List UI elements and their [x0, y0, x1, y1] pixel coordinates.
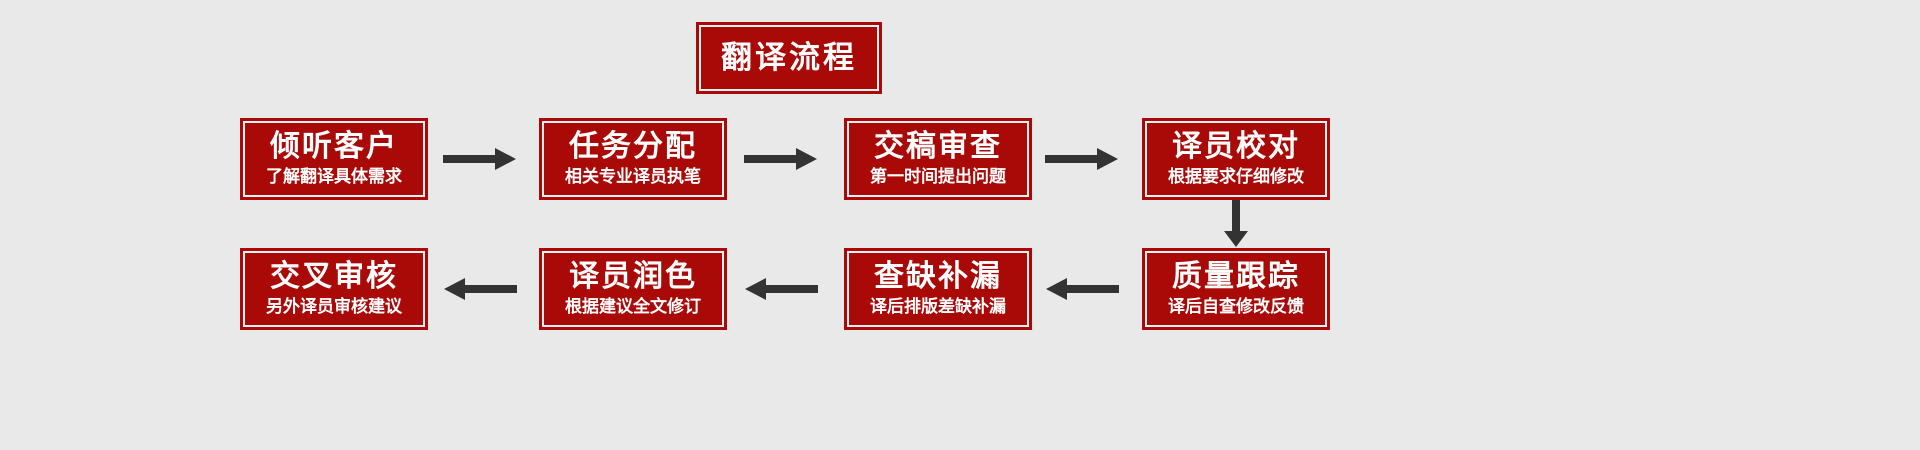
- flow-node-8-title: 交叉审核: [270, 259, 398, 295]
- flow-node-5-subtitle: 译后自查修改反馈: [1168, 297, 1304, 318]
- arrow-right-node1-to-node2: [443, 146, 517, 172]
- flow-node-2-task-assignment[interactable]: 任务分配 相关专业译员执笔: [539, 118, 727, 200]
- diagram-title-text: 翻译流程: [721, 39, 857, 76]
- flow-node-3-submission-review[interactable]: 交稿审查 第一时间提出问题: [844, 118, 1032, 200]
- flow-node-5-quality-tracking[interactable]: 质量跟踪 译后自查修改反馈: [1142, 248, 1330, 330]
- flow-node-3-subtitle: 第一时间提出问题: [870, 167, 1006, 188]
- flow-node-1-subtitle: 了解翻译具体需求: [266, 167, 402, 188]
- flow-node-4-inner: 译员校对 根据要求仔细修改: [1145, 121, 1327, 197]
- flow-node-6-gap-check[interactable]: 查缺补漏 译后排版差缺补漏: [844, 248, 1032, 330]
- arrow-left-node7-to-node8: [443, 276, 517, 302]
- flow-node-3-title: 交稿审查: [874, 129, 1002, 165]
- flow-node-7-subtitle: 根据建议全文修订: [565, 297, 701, 318]
- arrow-down-node4-to-node5: [1219, 200, 1253, 248]
- flow-node-5-title: 质量跟踪: [1172, 259, 1300, 295]
- diagram-title-card-inner: 翻译流程: [699, 25, 879, 91]
- diagram-title-card: 翻译流程: [696, 22, 882, 94]
- flow-node-7-title: 译员润色: [569, 259, 697, 295]
- flow-node-6-subtitle: 译后排版差缺补漏: [870, 297, 1006, 318]
- flow-node-4-title: 译员校对: [1172, 129, 1300, 165]
- arrow-left-node6-to-node7: [744, 276, 818, 302]
- flow-node-8-subtitle: 另外译员审核建议: [266, 297, 402, 318]
- flow-node-2-subtitle: 相关专业译员执笔: [565, 167, 701, 188]
- flow-node-6-title: 查缺补漏: [874, 259, 1002, 295]
- arrow-left-node5-to-node6: [1045, 276, 1119, 302]
- flow-node-6-inner: 查缺补漏 译后排版差缺补漏: [847, 251, 1029, 327]
- flow-node-1-inner: 倾听客户 了解翻译具体需求: [243, 121, 425, 197]
- flow-node-7-translator-polishing[interactable]: 译员润色 根据建议全文修订: [539, 248, 727, 330]
- flow-node-8-cross-review[interactable]: 交叉审核 另外译员审核建议: [240, 248, 428, 330]
- arrow-right-node2-to-node3: [744, 146, 818, 172]
- flow-node-2-title: 任务分配: [569, 129, 697, 165]
- flow-node-4-subtitle: 根据要求仔细修改: [1168, 167, 1304, 188]
- flow-node-7-inner: 译员润色 根据建议全文修订: [542, 251, 724, 327]
- flow-node-2-inner: 任务分配 相关专业译员执笔: [542, 121, 724, 197]
- flow-node-3-inner: 交稿审查 第一时间提出问题: [847, 121, 1029, 197]
- arrow-right-node3-to-node4: [1045, 146, 1119, 172]
- flow-node-8-inner: 交叉审核 另外译员审核建议: [243, 251, 425, 327]
- flow-node-5-inner: 质量跟踪 译后自查修改反馈: [1145, 251, 1327, 327]
- flow-node-1-title: 倾听客户: [270, 129, 398, 165]
- flow-node-4-translator-proofreading[interactable]: 译员校对 根据要求仔细修改: [1142, 118, 1330, 200]
- flow-node-1-listen-to-client[interactable]: 倾听客户 了解翻译具体需求: [240, 118, 428, 200]
